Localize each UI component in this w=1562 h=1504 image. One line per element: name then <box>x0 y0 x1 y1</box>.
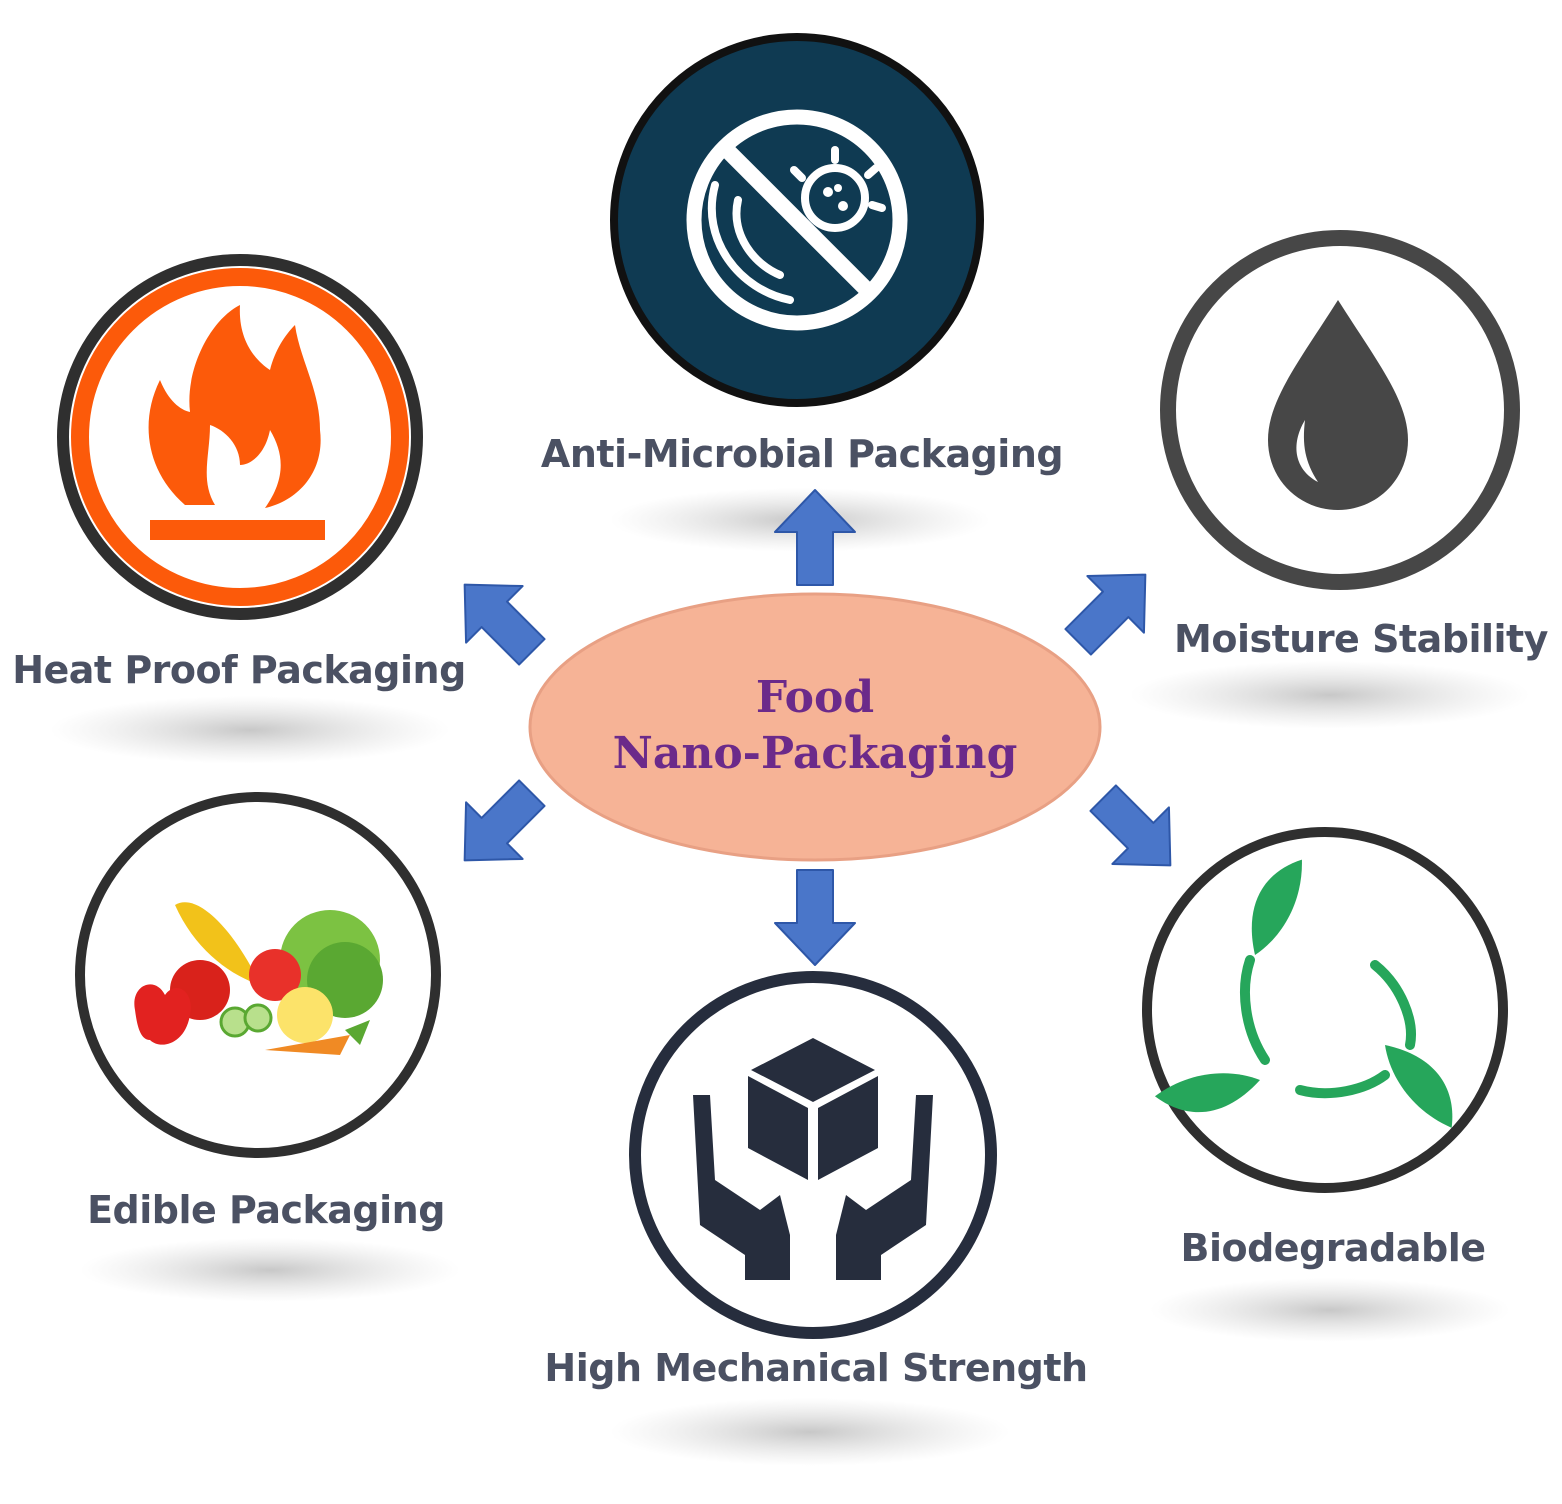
label-biodegradable: Biodegradable <box>1180 1226 1487 1270</box>
flame-icon <box>57 254 423 620</box>
hands-box-icon <box>629 971 997 1339</box>
fruits-vegetables-icon <box>75 792 441 1158</box>
anti-microbe-icon <box>610 33 984 407</box>
label-moisture: Moisture Stability <box>1174 617 1548 661</box>
recycle-leaves-icon <box>1142 827 1508 1193</box>
water-drop-icon <box>1160 230 1520 590</box>
arrow-down-right <box>1073 768 1200 895</box>
center-title-line1: Food <box>755 672 875 723</box>
arrow-up-right <box>1048 545 1175 672</box>
label-mechanical: High Mechanical Strength <box>544 1346 1088 1390</box>
center-title-line2: Nano-Packaging <box>612 728 1018 779</box>
label-shadows <box>50 488 1530 1466</box>
arrow-down <box>774 869 856 966</box>
label-anti-microbial: Anti-Microbial Packaging <box>540 432 1064 476</box>
label-edible: Edible Packaging <box>87 1188 445 1232</box>
center-ellipse <box>528 592 1102 862</box>
arrow-down-left <box>435 763 562 890</box>
label-heat-proof: Heat Proof Packaging <box>12 648 466 692</box>
